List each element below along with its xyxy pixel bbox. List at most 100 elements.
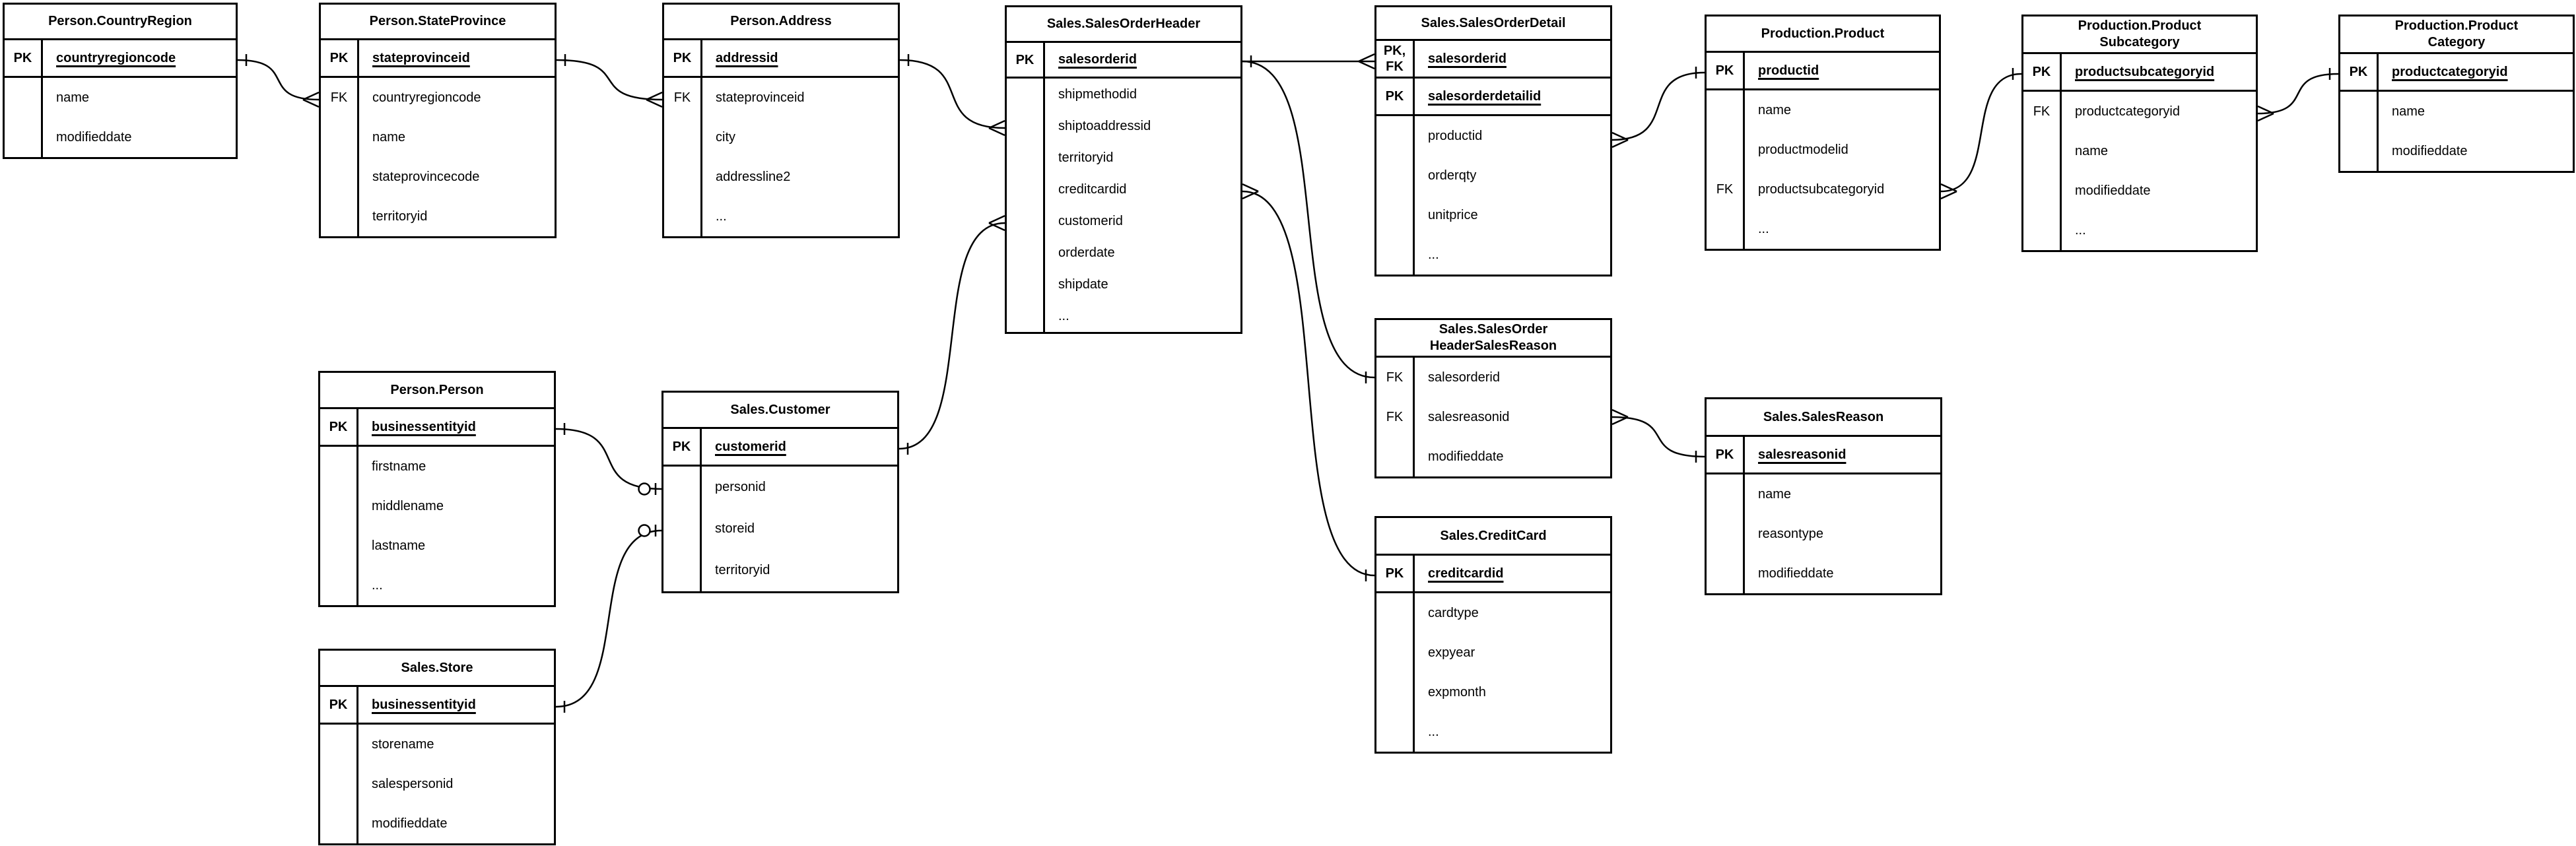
connector-productsubcategory-productcategory[interactable]	[2257, 68, 2339, 122]
entity-title-line: Person.Address	[730, 14, 832, 28]
entity-title-line: Person.Person	[390, 382, 484, 397]
attribute-row: shipmethodid	[1007, 79, 1240, 110]
attribute-name: shiptoaddressid	[1058, 118, 1151, 133]
key-spacer	[664, 157, 702, 197]
attribute-name: expmonth	[1428, 684, 1486, 700]
connector-salesorderheadersalesreason-salesreason[interactable]	[1611, 408, 1705, 463]
attribute-name: modifieddate	[1758, 566, 1834, 581]
connector-salesorderdetail-product[interactable]	[1611, 67, 1705, 148]
connector-store-customer[interactable]	[555, 524, 662, 713]
attribute-name: productsubcategoryid	[2075, 64, 2215, 79]
entity-title-line: Production.Product	[2394, 18, 2519, 33]
attribute-name: addressline2	[716, 169, 791, 184]
attribute-name: stateprovinceid	[372, 50, 470, 65]
key-spacer	[1007, 237, 1045, 269]
entity-title: Person.Address	[664, 5, 898, 40]
connector-customer-salesorderheader[interactable]	[898, 214, 1005, 455]
key-spacer	[1376, 116, 1415, 156]
key-spacer	[1376, 156, 1415, 195]
attribute-name: countryregioncode	[372, 90, 481, 105]
attribute-name: productid	[1758, 63, 1819, 78]
entity-title-line: Production.Product	[2078, 18, 2202, 33]
attribute-row: salespersonid	[320, 764, 554, 804]
connector-stateprovince-address[interactable]	[556, 54, 663, 108]
key-spacer	[1007, 110, 1045, 142]
key-spacer	[2023, 211, 2062, 250]
entity-title: Person.StateProvince	[321, 5, 555, 40]
attribute-name: storeid	[715, 521, 755, 536]
connector-address-salesorderheader[interactable]	[899, 54, 1005, 137]
attribute-row: ...	[1376, 712, 1610, 752]
entity-title: Person.CountryRegion	[5, 5, 236, 40]
key-spacer	[664, 117, 702, 157]
attribute-name: productsubcategoryid	[1758, 181, 1885, 197]
attribute-name: countryregioncode	[56, 50, 176, 65]
connector-countryregion-stateprovince[interactable]	[237, 54, 320, 108]
entity-title-line: Sales.SalesOrderHeader	[1046, 16, 1201, 31]
attribute-name: name	[2392, 104, 2425, 119]
attribute-name: name	[56, 90, 90, 105]
attribute-name: businessentityid	[372, 419, 476, 434]
key-spacer	[1376, 672, 1415, 712]
attribute-name: salesorderid	[1428, 370, 1500, 385]
key-spacer	[320, 764, 358, 804]
key-spacer	[1376, 712, 1415, 752]
key-label: FK	[664, 78, 702, 117]
attribute-name: orderqty	[1428, 168, 1477, 183]
attribute-name: unitprice	[1428, 207, 1478, 222]
key-spacer	[321, 157, 359, 197]
attribute-name: reasontype	[1758, 526, 1823, 541]
attribute-name: shipdate	[1058, 277, 1108, 292]
key-spacer	[320, 447, 358, 486]
connector-product-productsubcategory[interactable]	[1940, 68, 2022, 200]
attribute-name: territoryid	[715, 563, 770, 577]
attribute-row: storename	[320, 725, 554, 764]
attribute-name: creditcardid	[1428, 566, 1504, 581]
attribute-row: name	[2340, 92, 2573, 131]
attribute-row: modifieddate	[2340, 131, 2573, 171]
connector-person-customer[interactable]	[555, 423, 662, 496]
key-spacer	[320, 486, 358, 526]
attribute-name: salespersonid	[372, 776, 454, 791]
key-label: PK, FK	[1376, 41, 1415, 77]
connector-salesorderheader-creditcard[interactable]	[1242, 183, 1375, 581]
entity-title: Sales.SalesOrderDetail	[1376, 7, 1610, 41]
attribute-row: name	[5, 78, 236, 117]
attribute-row: city	[664, 117, 898, 157]
attribute-name: ...	[716, 209, 727, 224]
attribute-row: ...	[664, 197, 898, 236]
attribute-name: creditcardid	[1058, 181, 1127, 197]
attribute-name: salesreasonid	[1428, 409, 1510, 424]
connector-salesorderheader-salesorderheadersalesreason[interactable]	[1242, 60, 1375, 383]
attribute-name: lastname	[372, 538, 426, 553]
attribute-row: ...	[320, 566, 554, 605]
attribute-name: ...	[1058, 308, 1069, 323]
connector-salesorderheader-salesorderdetail[interactable]	[1242, 53, 1375, 70]
attribute-name: modifieddate	[372, 816, 448, 831]
attribute-name: name	[1758, 102, 1792, 117]
attribute-name: name	[2075, 143, 2109, 158]
key-label: FK	[1376, 358, 1415, 397]
attribute-row: FK salesorderid	[1376, 358, 1610, 397]
